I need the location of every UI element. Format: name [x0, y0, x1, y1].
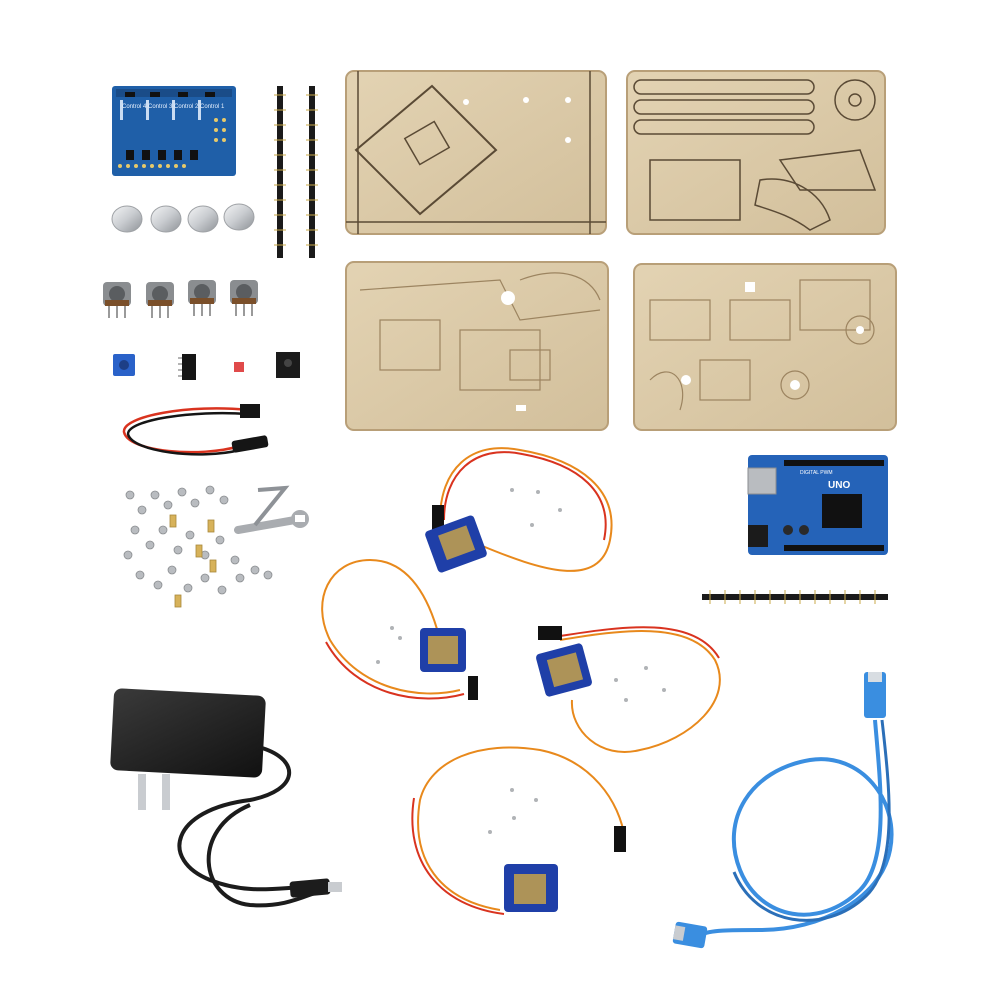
jumper-cap — [234, 362, 244, 372]
servo-motor-3 — [536, 626, 721, 753]
potentiometer — [146, 282, 174, 318]
knob-cap — [223, 203, 255, 231]
potentiometers — [103, 280, 258, 318]
potentiometer — [230, 280, 258, 316]
servo-motor-1 — [425, 447, 613, 573]
servo-screws — [376, 488, 666, 834]
servo-motor-2 — [321, 558, 478, 700]
usb-cable — [672, 672, 894, 949]
shield-label-control-2: Control 2 — [174, 104, 199, 110]
acrylic-panel-arms — [626, 70, 886, 235]
knob-cap — [111, 205, 143, 233]
power-lead-wire — [122, 404, 269, 456]
servo-motor-4 — [411, 746, 626, 915]
potentiometer — [188, 280, 216, 316]
pin-header-horizontal — [702, 590, 888, 604]
acrylic-panel-brackets — [633, 263, 897, 431]
arduino-uno-board: UNO DIGITAL PWM — [747, 455, 888, 555]
shield-label-control-1: Control 1 — [200, 104, 225, 110]
pin-header-vertical-2 — [306, 86, 318, 258]
pin-header-vertical-1 — [274, 86, 286, 258]
shield-label-control-4: Control 4 — [122, 104, 147, 110]
screws-and-spacers — [123, 485, 273, 608]
ic-chip — [182, 354, 196, 380]
shield-label-control-3: Control 3 — [148, 104, 173, 110]
wrench-and-hex-key — [234, 485, 309, 534]
acrylic-panel-base — [345, 70, 607, 235]
small-components — [113, 352, 300, 380]
uno-digital-label: DIGITAL PWM — [800, 470, 833, 476]
uno-logo-text: UNO — [828, 480, 850, 491]
knob-cap — [187, 205, 219, 233]
knob-cap — [150, 205, 182, 233]
potentiometer — [103, 282, 131, 318]
servo-shield-pcb: Control 4 Control 3 Control 2 Control 1 — [112, 86, 236, 176]
acrylic-panel-gripper — [345, 261, 609, 431]
power-adapter — [110, 688, 342, 908]
knob-caps — [111, 203, 255, 233]
